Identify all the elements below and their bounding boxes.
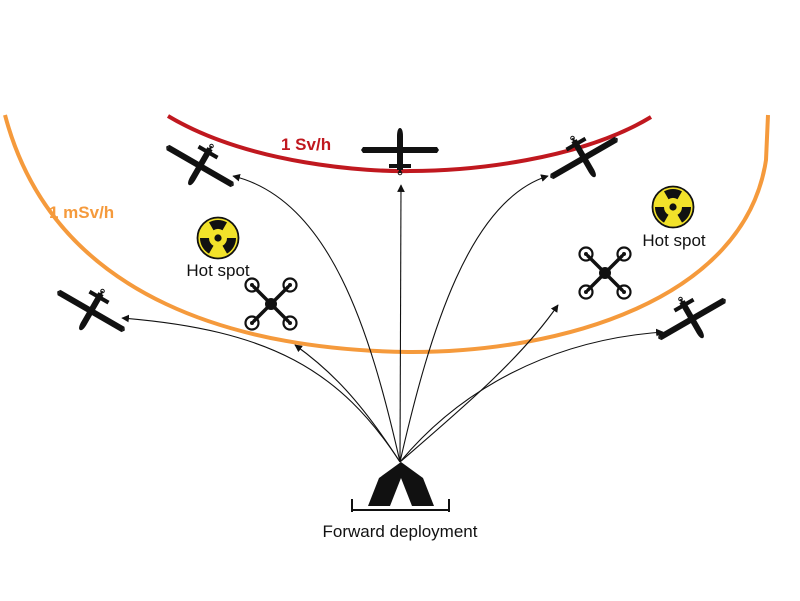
flight-paths — [121, 173, 664, 463]
quadcopter-icon — [577, 245, 633, 301]
flight-path — [121, 314, 401, 463]
contour-1msvh-arc — [3, 114, 770, 355]
flight-path — [399, 304, 559, 463]
radiation-icon — [651, 185, 695, 229]
hotspot-label-left: Hot spot — [186, 261, 250, 280]
flight-path — [397, 184, 405, 463]
radiation-icon — [196, 216, 240, 260]
hotspot-label-right: Hot spot — [642, 231, 706, 250]
contour-label-1msvh: 1 mSv/h — [49, 203, 114, 222]
fixed-wing-uav-icon — [645, 277, 738, 359]
flight-path — [294, 344, 401, 463]
fixed-wing-uav-icon — [360, 127, 440, 176]
flight-path — [399, 174, 549, 463]
fixed-wing-uav-icon — [154, 124, 247, 206]
forward-deployment-label: Forward deployment — [323, 522, 478, 541]
tent-icon — [351, 462, 450, 512]
contour-label-1svh: 1 Sv/h — [281, 135, 331, 154]
flight-path — [399, 328, 664, 463]
flight-path — [232, 173, 401, 463]
quadcopter-icon — [243, 276, 299, 332]
